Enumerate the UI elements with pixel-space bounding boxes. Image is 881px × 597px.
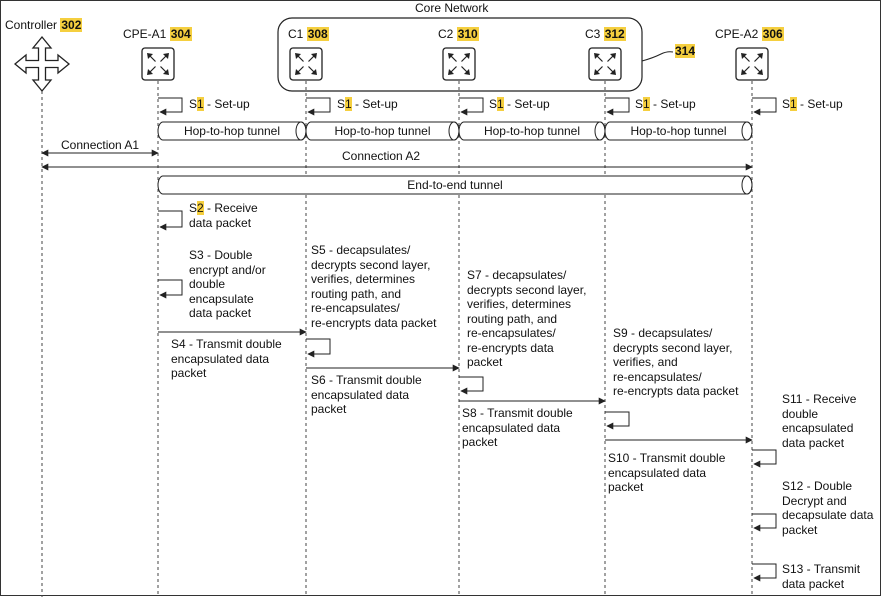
core-network-boundary	[277, 17, 643, 92]
step-s8-label: S8 - Transmit double encapsulated data p…	[462, 406, 573, 449]
router-x-icon-c1	[289, 47, 323, 81]
entity-ref: 304	[169, 27, 192, 41]
s2-self-loop	[158, 210, 183, 231]
hop-to-hop-tunnel	[604, 121, 753, 141]
setup-self-loop-cpe-a2	[752, 97, 777, 116]
router-x-icon-c3	[588, 47, 622, 81]
setup-label-c3: S1 - Set-up	[635, 97, 696, 111]
setup-prefix: S	[189, 97, 198, 111]
hop-tunnel-label-3: Hop-to-hop tunnel	[483, 124, 581, 138]
end-to-end-tunnel-label: End-to-end tunnel	[407, 178, 503, 192]
entity-ref: 312	[603, 27, 626, 41]
entity-label-c1: C1 308	[288, 27, 329, 41]
step-text: - Receive data packet	[189, 201, 258, 230]
hop-to-hop-tunnel	[458, 121, 606, 141]
entity-name: C3	[585, 27, 601, 41]
setup-suffix: - Set-up	[649, 97, 696, 111]
step-s7-label: S7 - decapsulates/ decrypts second layer…	[467, 268, 587, 369]
core-network-title: Core Network	[415, 1, 489, 15]
entity-name: CPE-A1	[123, 27, 167, 41]
entity-label-cpe-a2: CPE-A2 306	[715, 27, 784, 41]
router-x-icon-cpe-a2	[735, 47, 769, 81]
entity-label-c2: C2 310	[438, 27, 479, 41]
step-s13-label: S13 - Transmit data packet	[782, 562, 861, 591]
entity-label-c3: C3 312	[585, 27, 626, 41]
core-network-ref: 314	[675, 44, 696, 58]
connection-a1-label: Connection A1	[61, 138, 140, 152]
hop-tunnel-label-4: Hop-to-hop tunnel	[630, 124, 727, 138]
step-prefix: S	[189, 201, 198, 215]
hop-tunnel-label-2: Hop-to-hop tunnel	[334, 124, 431, 138]
setup-suffix: - Set-up	[351, 97, 398, 111]
core-network-ref-number: 314	[675, 44, 696, 58]
setup-label-cpe-a1: S1 - Set-up	[189, 97, 250, 111]
entity-ref: 308	[306, 27, 329, 41]
s12-self-loop	[752, 513, 777, 532]
entity-name: C2	[438, 27, 454, 41]
setup-prefix: S	[337, 97, 346, 111]
s13-self-loop	[752, 563, 777, 582]
setup-suffix: - Set-up	[203, 97, 250, 111]
setup-label-cpe-a2: S1 - Set-up	[782, 97, 843, 111]
step-s3-label: S3 - Double encrypt and/or double encaps…	[189, 248, 266, 320]
entity-name: CPE-A2	[715, 27, 759, 41]
entity-ref: 310	[456, 27, 479, 41]
setup-prefix: S	[635, 97, 644, 111]
s9-self-loop	[605, 411, 630, 430]
step-s12-label: S12 - Double Decrypt and decapsulate dat…	[782, 479, 874, 537]
setup-suffix: - Set-up	[503, 97, 550, 111]
setup-num: 1	[197, 97, 204, 111]
entity-label-cpe-a1: CPE-A1 304	[123, 27, 192, 41]
step-s5-label: S5 - decapsulates/ decrypts second layer…	[311, 243, 437, 330]
s5-self-loop	[306, 338, 331, 358]
s11-self-loop	[752, 449, 777, 468]
core-network-ref-leader	[641, 51, 674, 62]
setup-num: 1	[790, 97, 797, 111]
router-x-icon-cpe-a1	[141, 47, 175, 81]
setup-label-c1: S1 - Set-up	[337, 97, 398, 111]
entity-name: C1	[288, 27, 304, 41]
entity-ref: 306	[761, 27, 784, 41]
hop-to-hop-tunnel	[305, 121, 460, 141]
setup-num: 1	[345, 97, 352, 111]
setup-self-loop-c1	[306, 97, 331, 116]
entity-label-controller: Controller 302	[5, 18, 83, 32]
setup-prefix: S	[489, 97, 498, 111]
step-num: 2	[197, 201, 204, 215]
setup-self-loop-c2	[459, 97, 484, 116]
connection-a2-label: Connection A2	[342, 149, 421, 163]
step-s6-label: S6 - Transmit double encapsulated data p…	[311, 373, 422, 416]
setup-prefix: S	[782, 97, 791, 111]
entity-name: Controller	[5, 18, 58, 32]
step-s2-label: S2 - Receive data packet	[189, 201, 258, 230]
setup-self-loop-cpe-a1	[158, 97, 183, 116]
router-x-icon-c2	[442, 47, 476, 81]
step-s11-label: S11 - Receive double encapsulated data p…	[782, 392, 857, 450]
hop-tunnel-label-1: Hop-to-hop tunnel	[183, 124, 281, 138]
setup-suffix: - Set-up	[796, 97, 843, 111]
setup-num: 1	[497, 97, 504, 111]
setup-label-c2: S1 - Set-up	[489, 97, 550, 111]
setup-num: 1	[643, 97, 650, 111]
setup-self-loop-c3	[605, 97, 630, 116]
step-s4-label: S4 - Transmit double encapsulated data p…	[171, 337, 282, 380]
end-to-end-tunnel	[157, 175, 753, 195]
entity-ref: 302	[60, 18, 83, 32]
step-s9-label: S9 - decapsulates/ decrypts second layer…	[613, 326, 739, 398]
controller-four-way-arrow-icon	[13, 35, 71, 93]
s3-self-loop	[158, 279, 183, 299]
step-s10-label: S10 - Transmit double encapsulated data …	[608, 451, 726, 494]
s7-self-loop	[459, 376, 484, 395]
